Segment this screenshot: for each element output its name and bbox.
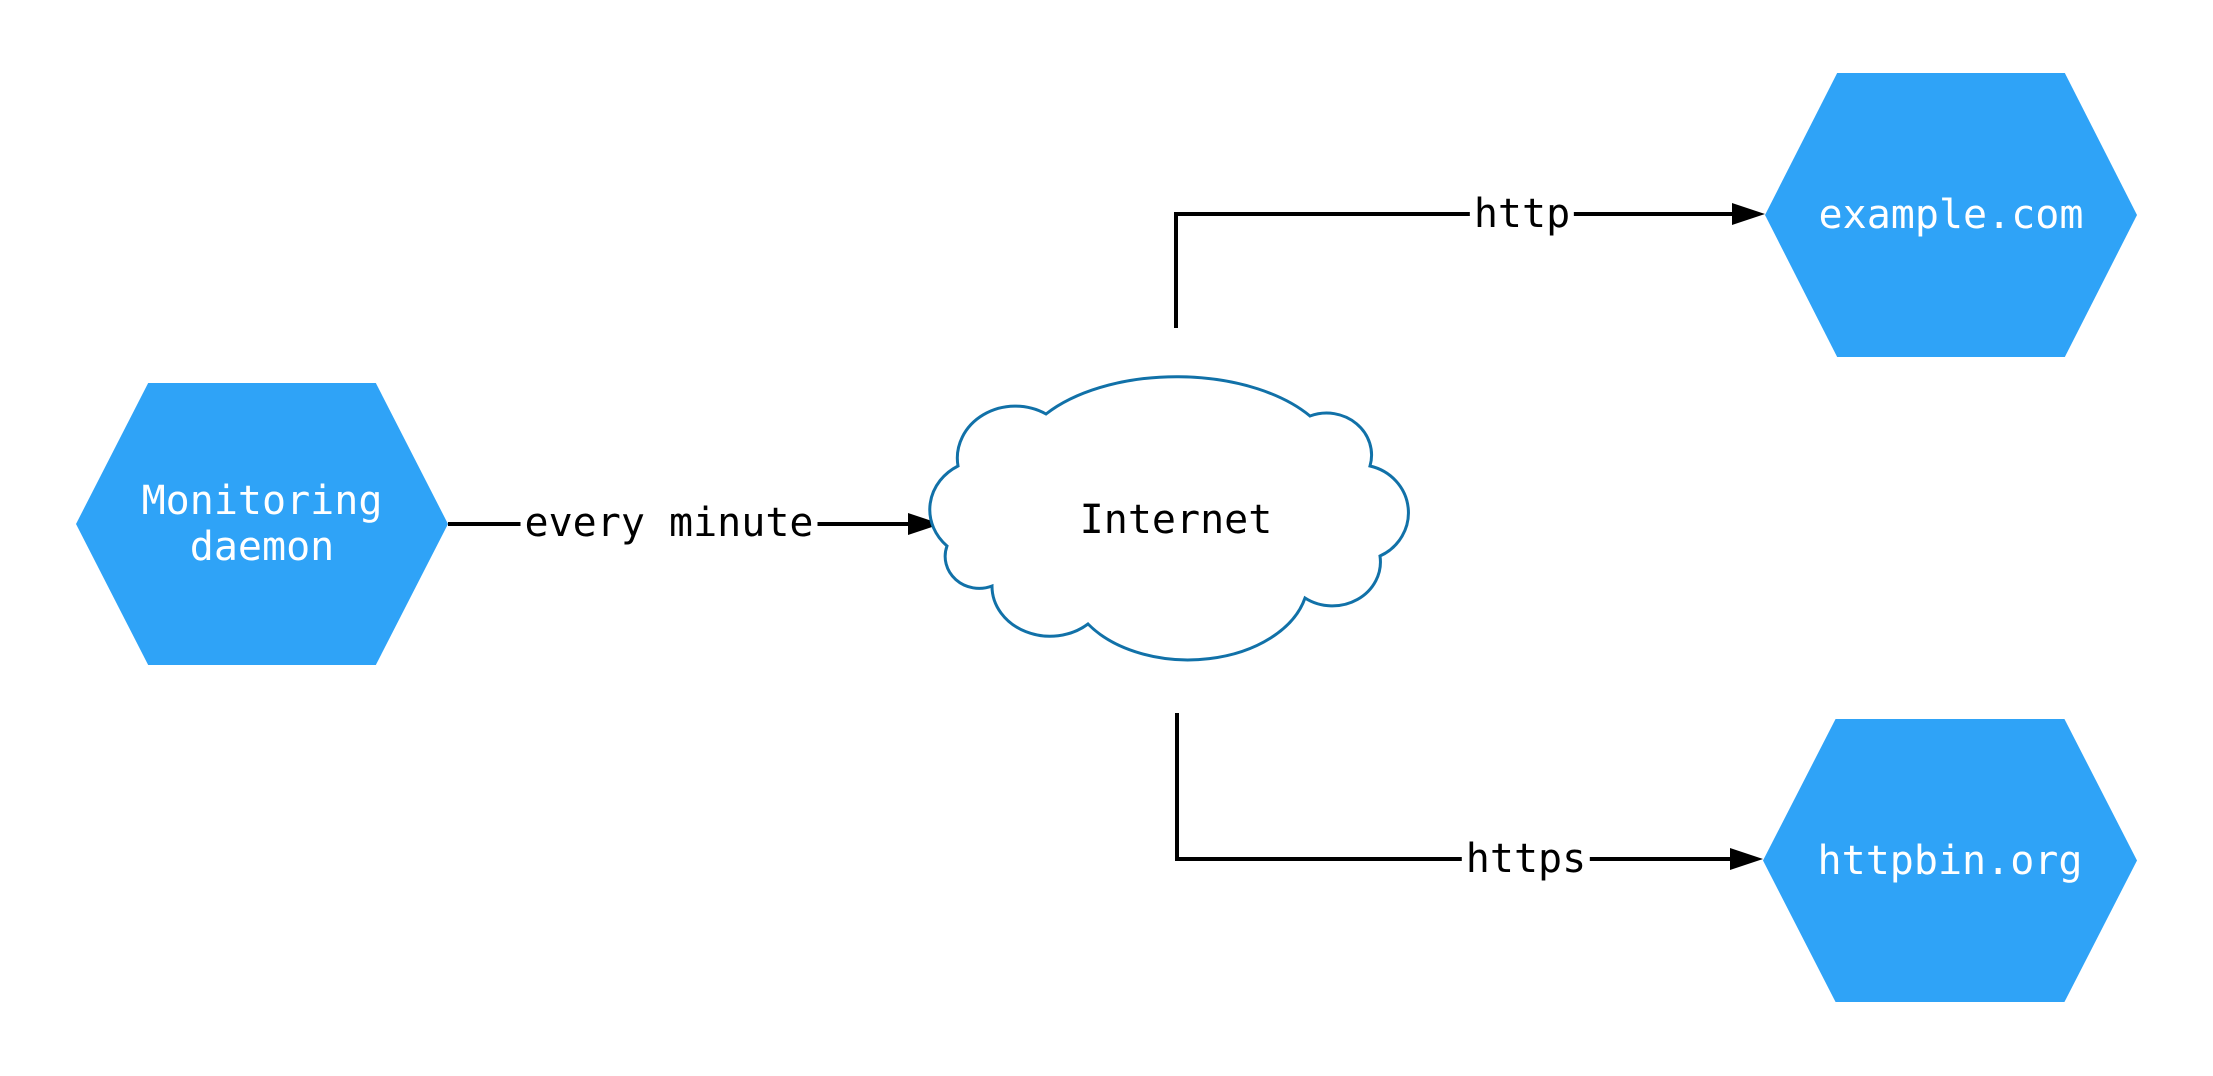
edge-label-https: https [1461, 837, 1591, 881]
edge-http-line [1174, 212, 1733, 328]
node-example-com: example.com [1765, 73, 2137, 357]
edge-label-every-minute: every minute [520, 501, 818, 545]
node-internet-label: Internet [1079, 497, 1273, 543]
arrowhead-http-icon [1732, 203, 1765, 225]
node-example-com-label: example.com [1818, 192, 2084, 238]
node-monitoring-daemon-label: Monitoring daemon [141, 478, 383, 570]
arrowhead-https-icon [1730, 848, 1763, 870]
arrowhead-every-minute-icon [908, 513, 941, 535]
node-httpbin-org-label: httpbin.org [1817, 837, 2083, 884]
edge-label-http: http [1469, 192, 1575, 236]
node-httpbin-org: httpbin.org [1763, 719, 2137, 1002]
node-monitoring-daemon: Monitoring daemon [76, 383, 448, 665]
edge-https-line [1175, 713, 1731, 861]
cloud-icon [928, 375, 1410, 662]
